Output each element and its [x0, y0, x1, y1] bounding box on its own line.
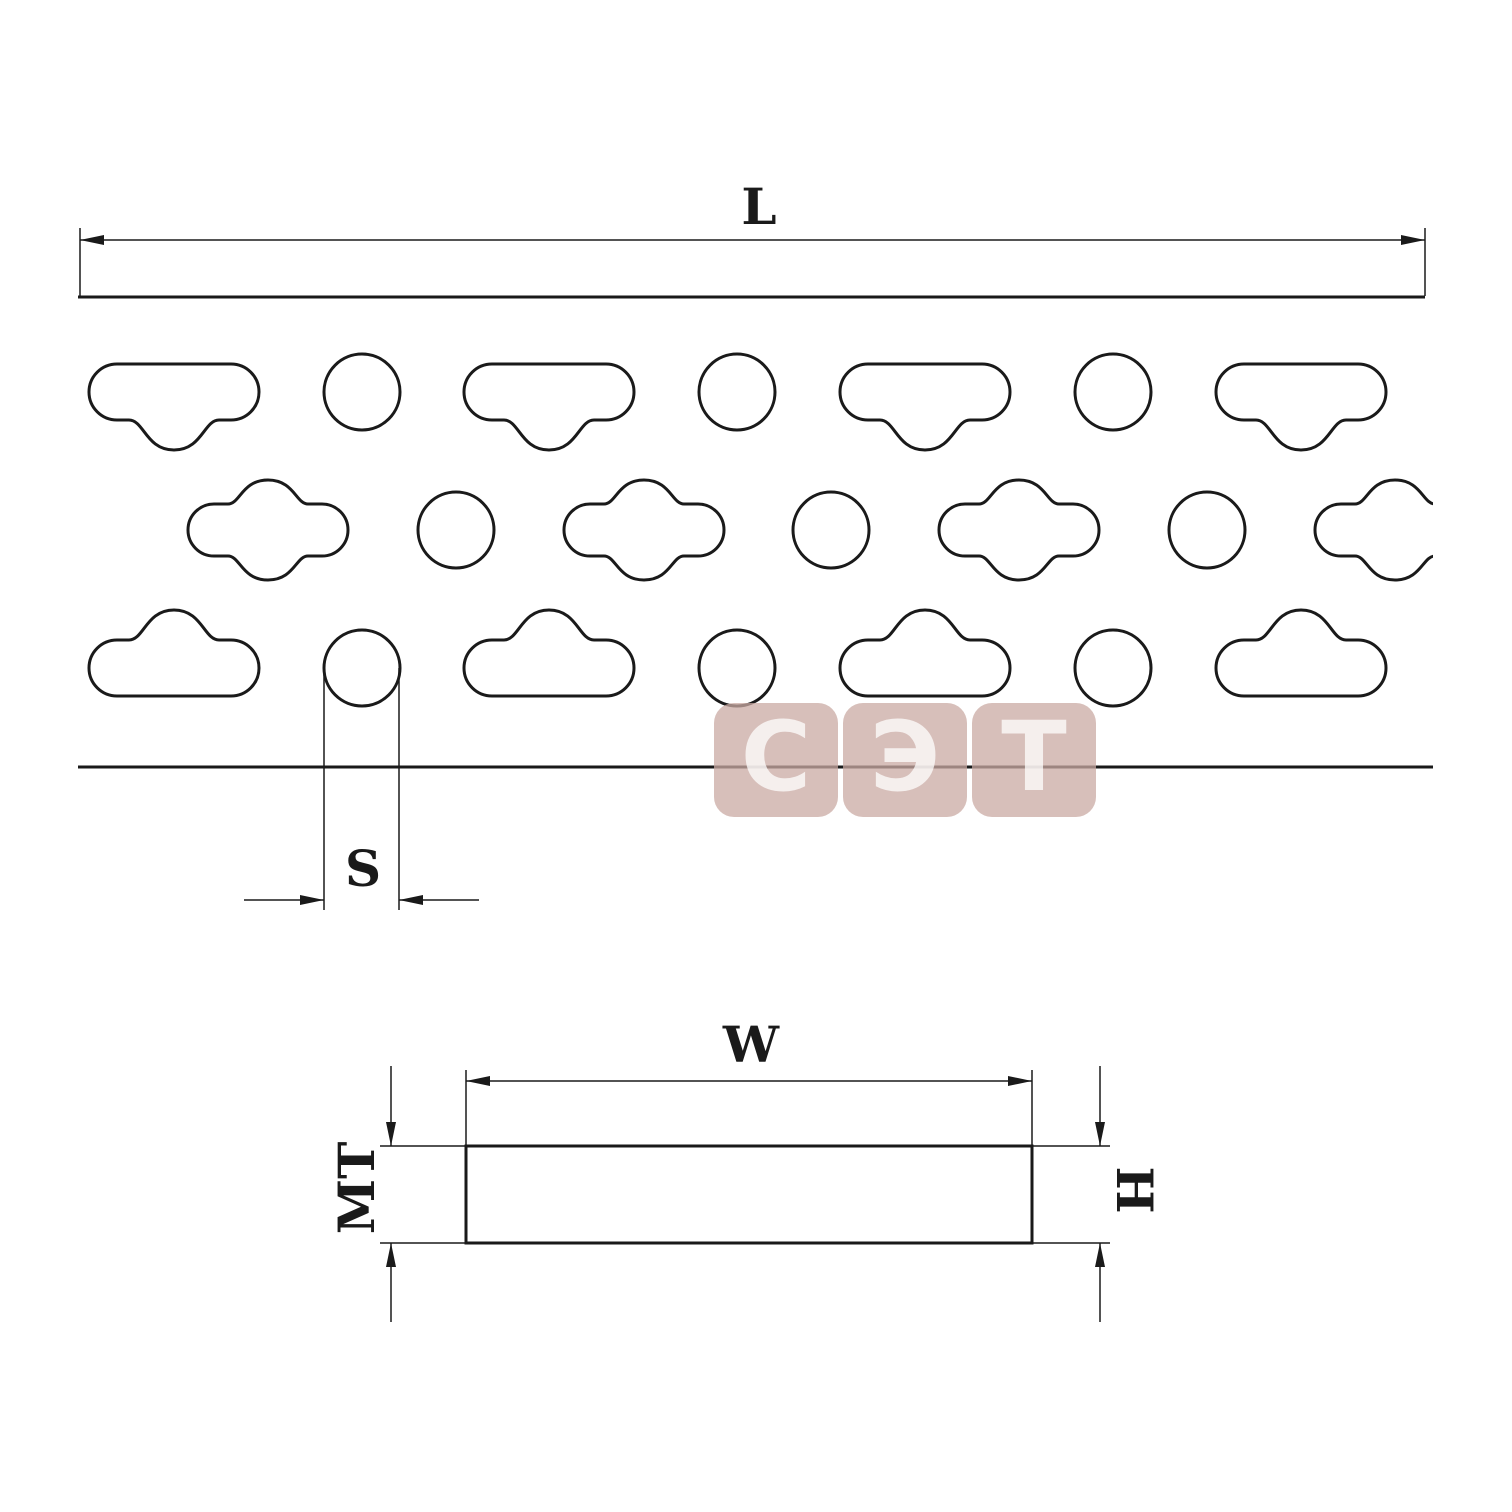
slot-hole — [1214, 362, 1388, 452]
round-hole — [1073, 352, 1153, 432]
slot-hole — [87, 608, 261, 698]
round-hole — [1073, 628, 1153, 708]
watermark-tile — [714, 703, 838, 817]
slot-hole — [462, 362, 636, 452]
width-label: W — [722, 1015, 780, 1074]
material-thickness-label: MT — [327, 1142, 386, 1235]
slot-hole — [562, 478, 726, 582]
height-label: H — [1105, 1166, 1164, 1213]
round-hole — [416, 490, 496, 570]
hole-size-label: S — [345, 839, 381, 898]
slot-hole — [186, 478, 350, 582]
hole-size-dimension — [244, 668, 479, 910]
slot-hole — [838, 362, 1012, 452]
round-hole — [322, 352, 402, 432]
watermark-letter: Э — [870, 701, 940, 813]
length-dimension — [79, 228, 1426, 296]
round-hole — [322, 628, 402, 708]
length-label: L — [741, 177, 776, 236]
round-hole — [1167, 490, 1247, 570]
slot-hole — [1313, 478, 1433, 582]
cross-section-view — [380, 1066, 1110, 1322]
strip-top-view — [78, 295, 1433, 769]
slot-hole — [87, 362, 261, 452]
round-hole — [791, 490, 871, 570]
watermark-tile — [972, 703, 1096, 817]
cross-section-profile — [464, 1144, 1034, 1245]
watermark-logo: С Э Т — [714, 701, 1096, 817]
round-hole — [697, 628, 777, 708]
watermark-letter: Т — [1001, 701, 1066, 813]
perforation-holes — [87, 352, 1433, 708]
watermark-letter: С — [741, 701, 811, 813]
round-hole — [697, 352, 777, 432]
slot-hole — [937, 478, 1101, 582]
slot-hole — [838, 608, 1012, 698]
watermark-tile — [843, 703, 967, 817]
slot-hole — [1214, 608, 1388, 698]
slot-hole — [462, 608, 636, 698]
